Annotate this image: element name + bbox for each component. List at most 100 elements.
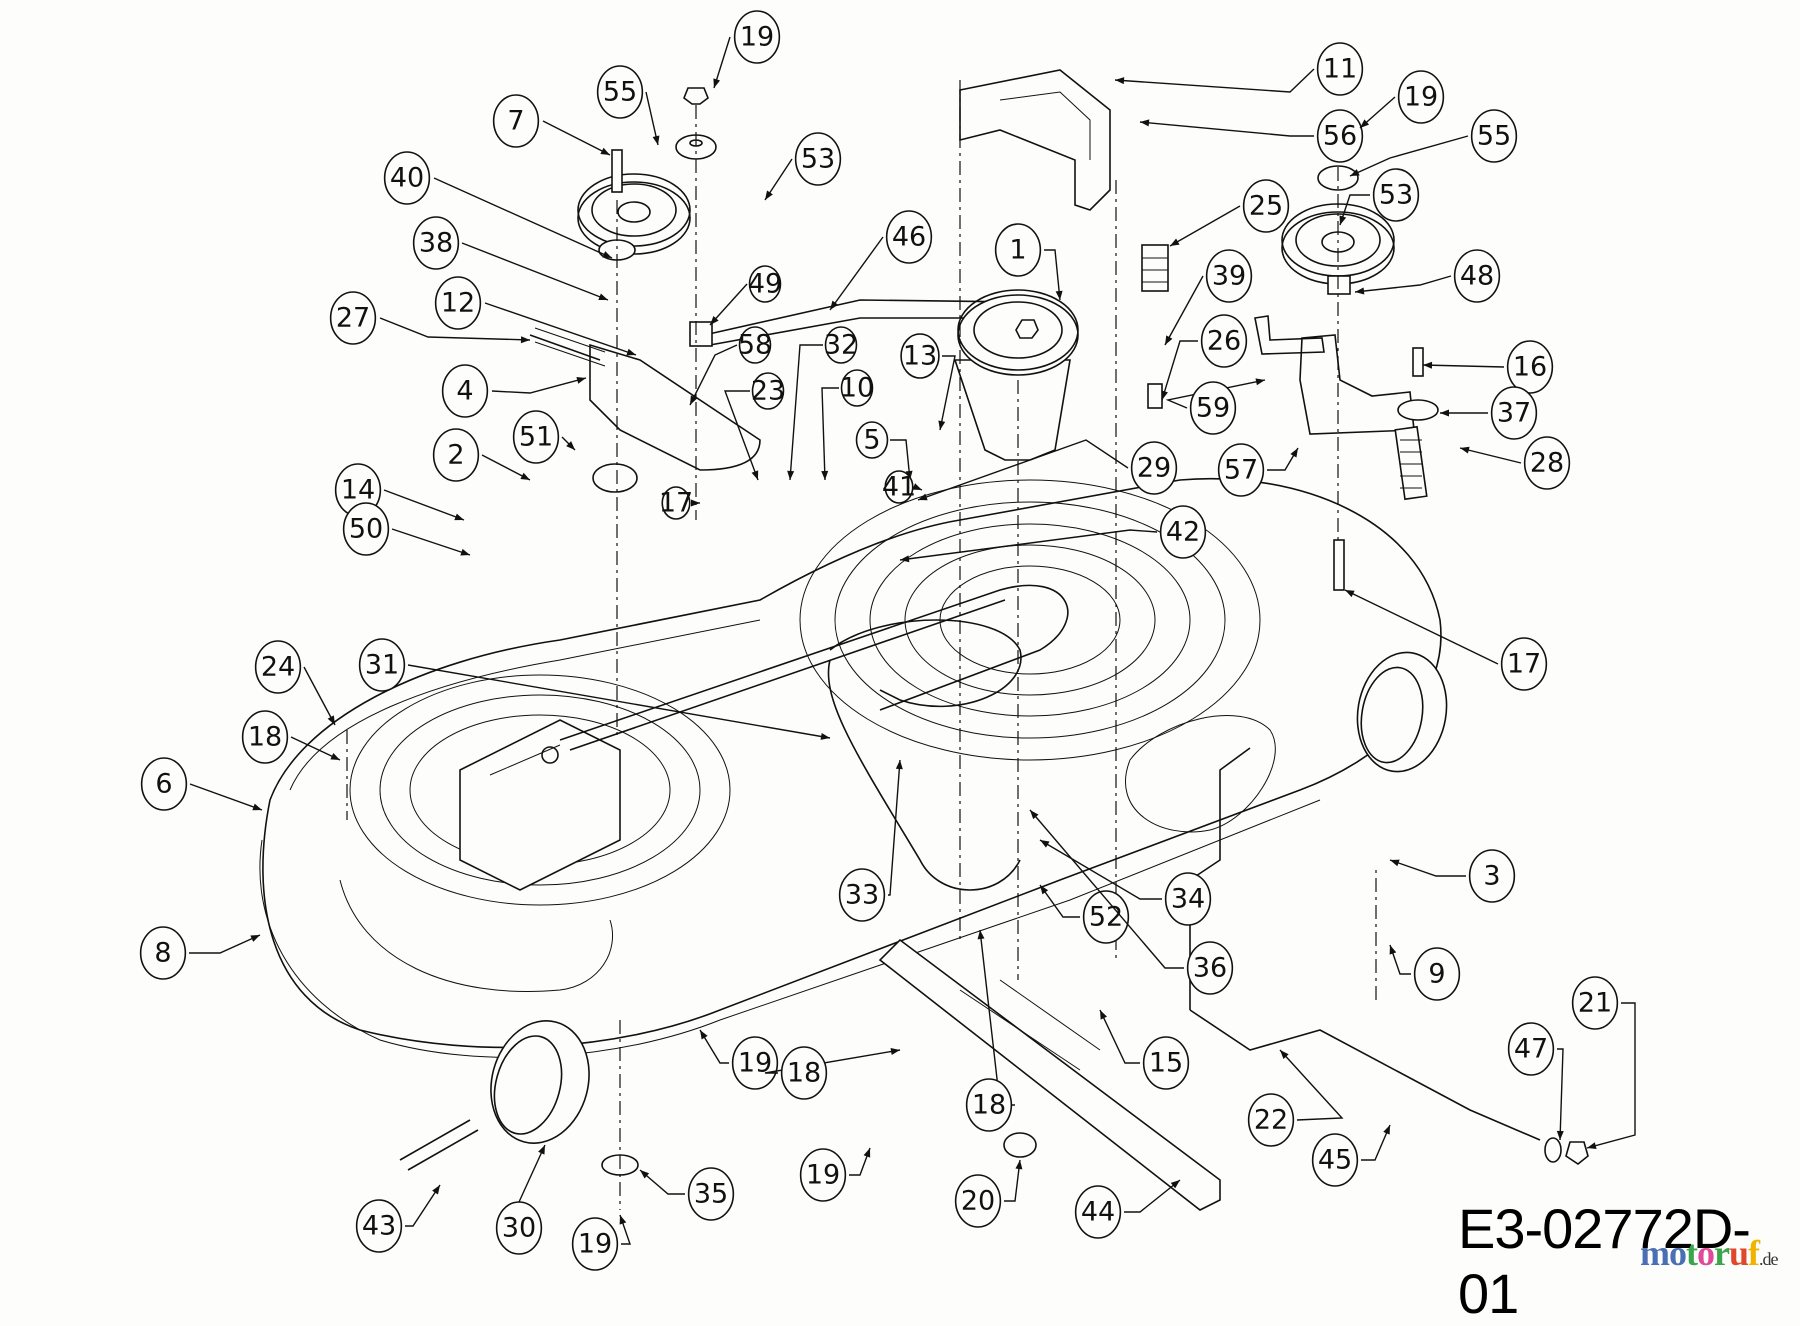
- leader-line: [1349, 135, 1469, 177]
- leader-line: [189, 934, 261, 954]
- callout-circle: [1130, 441, 1178, 495]
- callout-circle: [434, 276, 482, 330]
- callout-label: 1: [1009, 235, 1026, 266]
- callout-label: 38: [419, 228, 453, 259]
- callout-circle: [1453, 249, 1501, 303]
- callout-label: 19: [806, 1160, 840, 1191]
- callout-circle: [495, 1201, 543, 1255]
- callout-label: 29: [1137, 453, 1171, 484]
- callout-label: 58: [738, 330, 772, 361]
- arrowhead-icon: [1423, 361, 1433, 369]
- callout-circle: [139, 926, 187, 980]
- leader-line: [888, 759, 901, 896]
- arrowhead-icon: [713, 78, 721, 88]
- callout-circle: [965, 1078, 1013, 1132]
- watermark-letter: o: [1669, 1233, 1687, 1273]
- leader-line: [1586, 1002, 1636, 1149]
- callout-label: 35: [694, 1179, 728, 1210]
- watermark-letter: f: [1748, 1233, 1760, 1273]
- callout-8: 8: [139, 926, 261, 980]
- callout-circle: [1200, 314, 1248, 368]
- callout-label: 53: [1379, 180, 1413, 211]
- watermark-logo: motoruf.de: [1640, 1232, 1778, 1274]
- callout-label: 7: [507, 106, 524, 137]
- arrowhead-icon: [1339, 215, 1347, 225]
- callout-label: 47: [1514, 1034, 1548, 1065]
- callout-circle: [1247, 1093, 1295, 1147]
- arrowhead-icon: [765, 190, 773, 200]
- arrowhead-icon: [1161, 390, 1168, 400]
- leader-line: [542, 120, 611, 156]
- callout-label: 39: [1212, 261, 1246, 292]
- callout-label: 21: [1578, 988, 1612, 1019]
- leader-line: [491, 377, 587, 394]
- callout-53: 53: [764, 132, 842, 201]
- callout-label: 27: [336, 303, 370, 334]
- callout-label: 6: [155, 769, 172, 800]
- leader-line: [1279, 1049, 1344, 1121]
- leader-line: [849, 1147, 871, 1176]
- callout-18: 18: [965, 929, 1015, 1132]
- watermark-letter: o: [1697, 1233, 1715, 1273]
- arrowhead-icon: [538, 1145, 545, 1155]
- arrowhead-icon: [1383, 1125, 1390, 1135]
- callout-57: 57: [1217, 443, 1299, 497]
- callout-circle: [329, 291, 377, 345]
- callout-label: 20: [961, 1186, 995, 1217]
- callout-circle: [412, 216, 460, 270]
- callout-circle: [432, 428, 480, 482]
- leader-line: [939, 355, 956, 431]
- callout-label: 16: [1513, 352, 1547, 383]
- leader-line: [1099, 1009, 1140, 1064]
- leader-line: [829, 236, 884, 311]
- arrowhead-icon: [690, 395, 698, 405]
- leader-line: [383, 489, 465, 521]
- callout-circle: [1074, 1185, 1122, 1239]
- callout-circle: [355, 1199, 403, 1253]
- callout-label: 31: [365, 650, 399, 681]
- leader-line: [890, 439, 911, 481]
- callout-circle: [1372, 168, 1420, 222]
- callout-label: 2: [447, 440, 464, 471]
- callout-43: 43: [355, 1184, 441, 1253]
- callout-1: 1: [994, 223, 1063, 301]
- arrowhead-icon: [1255, 378, 1265, 386]
- arrowhead-icon: [830, 300, 839, 310]
- callout-circle: [254, 640, 302, 694]
- callout-label: 13: [903, 341, 937, 372]
- callout-circle: [1507, 1022, 1555, 1076]
- callout-31: 31: [358, 638, 831, 740]
- arrowhead-icon: [619, 1215, 627, 1225]
- callout-circle: [840, 369, 874, 407]
- leader-line: [723, 390, 759, 481]
- callout-label: 49: [748, 269, 782, 300]
- arrowhead-icon: [890, 1048, 900, 1055]
- callout-45: 45: [1311, 1124, 1391, 1187]
- leader-line: [1029, 809, 1184, 969]
- leader-line: [1039, 884, 1080, 918]
- arrowhead-icon: [1556, 1130, 1564, 1140]
- arrowhead-icon: [1015, 1160, 1023, 1170]
- callout-56: 56: [1139, 109, 1364, 163]
- callout-59: 59: [1165, 378, 1266, 435]
- leader-line: [764, 1049, 901, 1074]
- callout-label: 53: [801, 144, 835, 175]
- callout-17: 17: [1344, 589, 1548, 691]
- callout-label: 17: [659, 488, 693, 519]
- callout-circle: [596, 65, 644, 119]
- callout-circle: [1413, 947, 1461, 1001]
- arrowhead-icon: [900, 555, 910, 563]
- leader-line: [1422, 364, 1505, 368]
- callout-circle: [358, 638, 406, 692]
- callout-circle: [383, 151, 431, 205]
- callout-24: 24: [254, 640, 336, 726]
- leader-line: [1344, 589, 1499, 665]
- leader-line: [1114, 68, 1315, 93]
- callout-9: 9: [1389, 944, 1461, 1001]
- callout-circle: [1311, 1133, 1359, 1187]
- callout-label: 33: [845, 880, 879, 911]
- watermark-suffix: .de: [1759, 1249, 1778, 1269]
- callout-28: 28: [1459, 436, 1571, 490]
- callout-label: 28: [1530, 448, 1564, 479]
